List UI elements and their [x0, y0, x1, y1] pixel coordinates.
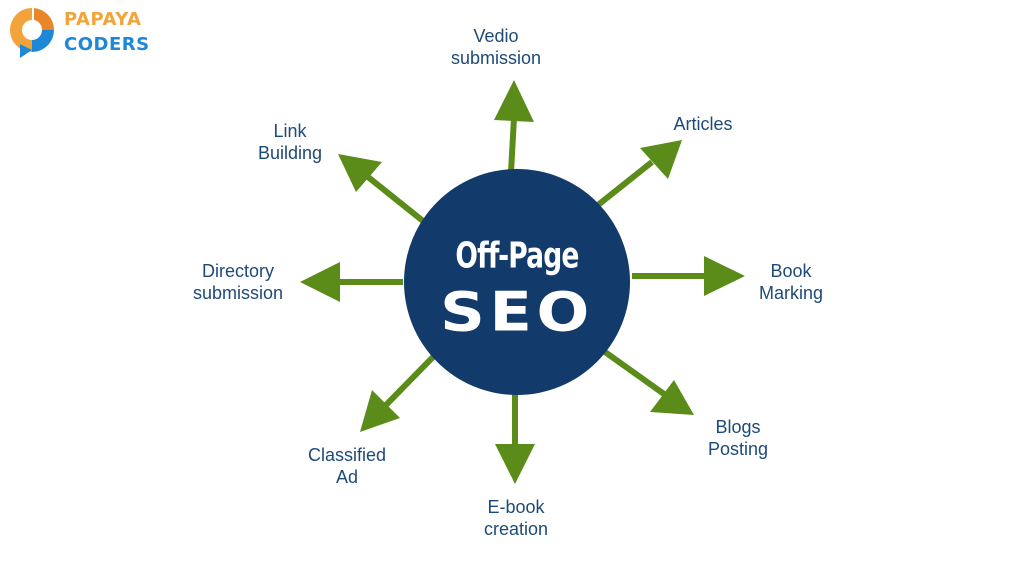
label-blogs-posting: Blogs Posting: [707, 417, 769, 459]
arrow-link-building: [338, 154, 425, 224]
label-book-marking: Book Marking: [758, 261, 824, 303]
label-ebook-creation: E-book creation: [483, 497, 549, 539]
label-classified-ad: Classified Ad: [307, 445, 387, 487]
arrow-directory: [300, 262, 403, 302]
arrow-classified: [360, 354, 436, 432]
arrow-vedio: [494, 80, 534, 173]
logo-text-line2: CODERS: [64, 34, 150, 55]
arrow-blogs-posting: [603, 349, 694, 415]
label-link-building: Link Building: [257, 121, 323, 163]
hub-circle: [404, 169, 630, 395]
papaya-coders-logo-icon: [10, 8, 55, 58]
logo-text-line1: PAPAYA: [64, 9, 142, 30]
hub-title-line2: SEO: [440, 280, 594, 344]
hub-title-line1: Off-Page: [455, 235, 579, 277]
label-articles: Articles: [673, 114, 733, 134]
arrow-ebook: [495, 394, 535, 484]
arrow-book-marking: [632, 256, 745, 296]
label-directory-submission: Directory submission: [192, 261, 284, 303]
brand-logo: PAPAYA CODERS: [6, 4, 176, 58]
arrow-articles: [596, 140, 682, 208]
label-vedio-submission: Vedio submission: [450, 26, 542, 68]
